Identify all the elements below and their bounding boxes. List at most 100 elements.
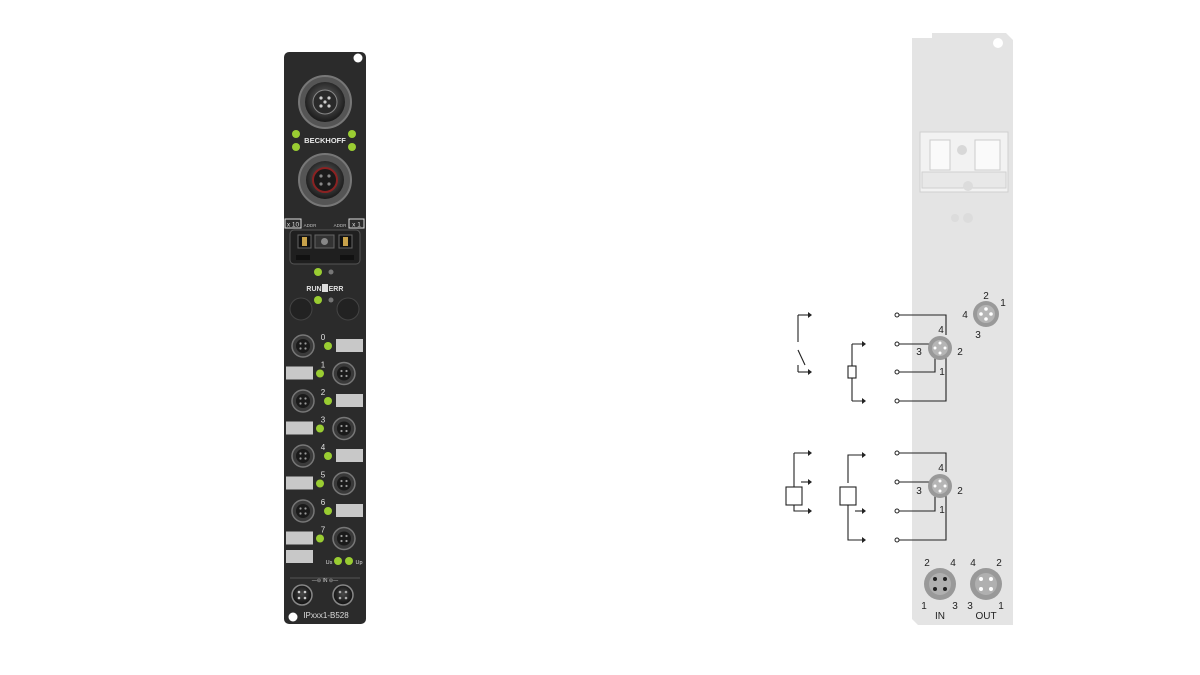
address-x10-tag: [284, 218, 302, 229]
blank-plug-right: [336, 297, 360, 321]
channel-socket: [296, 339, 310, 353]
channel-led: [324, 342, 332, 350]
channel-socket: [337, 421, 351, 436]
conn-bottom-pin2: 2: [957, 486, 963, 497]
back-clip: [919, 131, 1009, 223]
pin: [304, 452, 307, 455]
pin: [304, 397, 307, 400]
channel-socket: [296, 504, 310, 518]
model-label: IPxxx1-B528: [303, 611, 349, 620]
blank-plug-left: [289, 297, 313, 321]
channel-label-plate: [336, 339, 363, 352]
conn-bottom-pin3: 3: [916, 486, 922, 497]
pin: [340, 374, 343, 378]
err-label: ERR: [329, 286, 344, 293]
channel-5: 5: [286, 471, 356, 496]
out-pin-bl: 3: [967, 601, 973, 612]
pin: [299, 507, 302, 510]
pin: [304, 507, 307, 510]
brand-logo: BECKHOFF: [304, 136, 346, 145]
pin: [345, 424, 348, 428]
pin: [304, 457, 307, 460]
channel-number: 4: [321, 443, 326, 452]
out-pin-tl: 4: [970, 558, 976, 569]
module-front-view: BECKHOFF x 10 x 1 ADDR ADDR: [284, 52, 366, 624]
pin: [340, 539, 343, 543]
channel-led: [316, 369, 324, 378]
bus-connector-in: [298, 75, 352, 129]
wiring-top-arrows: [808, 312, 866, 404]
module-back-view: [912, 33, 1013, 625]
power-in-diagram: 2 4 1 3 IN: [921, 558, 958, 622]
channel-socket: [337, 531, 351, 546]
conn-bottom-pin4: 4: [938, 463, 944, 474]
pin: [340, 424, 343, 428]
address-slot-right: [340, 255, 354, 260]
channel-label-plate: [286, 531, 313, 545]
in-pin-br: 3: [952, 601, 958, 612]
pin: [299, 457, 302, 460]
power-out-diagram: 4 2 3 1 OUT: [967, 558, 1004, 622]
channel-led: [324, 452, 332, 460]
channel-number: 5: [321, 471, 326, 480]
led-us: [334, 557, 342, 565]
us-label: Us: [326, 560, 333, 566]
pin: [345, 479, 348, 483]
channel-number: 0: [321, 333, 326, 342]
channel-led: [316, 424, 324, 433]
channel-label-plate: [336, 504, 363, 517]
conn-top-pin1: 1: [939, 367, 945, 378]
channel-4: 4: [291, 443, 363, 468]
connector-top-symbol: 4 3 2 1: [916, 325, 963, 378]
channel-1: 1: [286, 361, 356, 386]
pin: [304, 342, 307, 345]
terminals-top: [894, 312, 900, 404]
legend-pin-right: 1: [1000, 298, 1006, 309]
led-link-left-1: [292, 130, 300, 138]
channel-led: [316, 534, 324, 543]
pin: [345, 429, 348, 433]
address-x1-tag: [348, 218, 365, 229]
pin: [304, 512, 307, 515]
channel-socket: [337, 476, 351, 491]
in-pin-tl: 2: [924, 558, 930, 569]
channel-number: 3: [321, 416, 326, 425]
wiring-diagram-top: [797, 314, 947, 402]
address-switch-x10[interactable]: [297, 234, 312, 249]
wiring-diagram-bottom: [793, 452, 947, 541]
address-caption-left: ADDR: [304, 223, 318, 228]
sensor-bottom-2: [839, 486, 857, 506]
led-link-left-2: [292, 143, 300, 151]
led-link-right-1: [348, 130, 356, 138]
power-in-mark: —⊝ IN ⊝—: [312, 578, 338, 584]
pin: [299, 342, 302, 345]
out-pin-tr: 2: [996, 558, 1002, 569]
back-panel: [912, 33, 1013, 625]
channel-label-plate: [336, 449, 363, 462]
bus-connector-out: [298, 153, 352, 207]
power-out-label: OUT: [975, 611, 996, 622]
pin: [345, 484, 348, 488]
channel-label-plate: [286, 366, 313, 380]
pin: [299, 402, 302, 405]
pin: [340, 369, 343, 373]
sensor-bottom-1: [785, 486, 803, 506]
channel-number: 2: [321, 388, 326, 397]
conn-bottom-pin1: 1: [939, 505, 945, 516]
led-run-top: [314, 268, 322, 276]
pin: [299, 347, 302, 350]
channel-7: 7: [286, 526, 356, 551]
address-switch-x1[interactable]: [338, 234, 353, 249]
pin-legend: 2 1 4 3: [962, 291, 1006, 341]
led-link-right-2: [348, 143, 356, 151]
pin: [299, 397, 302, 400]
up-label: Up: [355, 560, 362, 566]
channel-6: 6: [291, 498, 363, 523]
back-mounting-hole: [993, 38, 1003, 48]
channel-3: 3: [286, 416, 356, 441]
power-in-label: IN: [935, 611, 945, 622]
in-pin-tr: 4: [950, 558, 956, 569]
legend-pin-left: 4: [962, 310, 968, 321]
channel-label-plate: [336, 394, 363, 407]
address-center-screw: [314, 234, 335, 249]
